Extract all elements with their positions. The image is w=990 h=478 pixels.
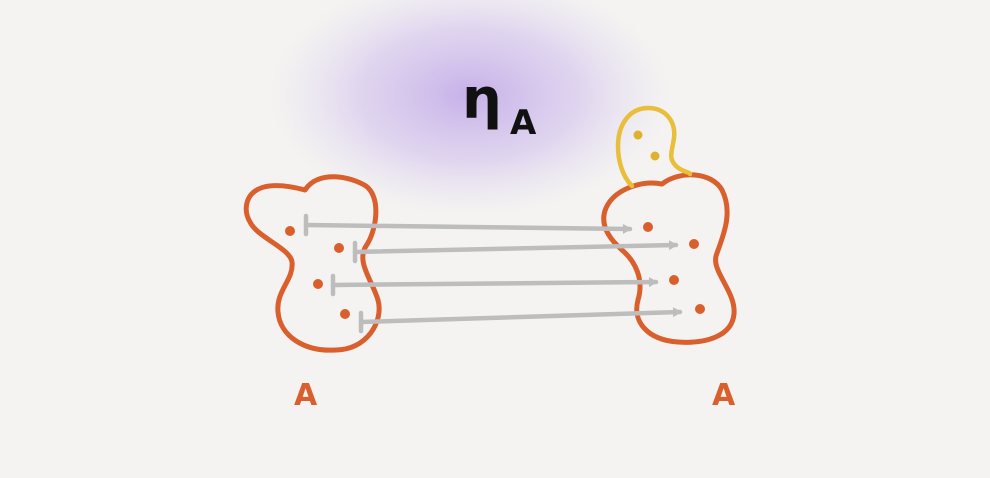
mapping-arrow	[358, 307, 683, 334]
extension-dot	[650, 151, 660, 161]
left-set-element	[313, 279, 323, 289]
right-set-extension	[615, 105, 693, 189]
right-set-element	[695, 304, 705, 314]
right-set-label: A	[712, 378, 736, 413]
right-set-element	[643, 222, 653, 232]
right-set-outline	[601, 172, 737, 345]
title-subscript: A	[510, 103, 537, 143]
left-set-element	[285, 226, 295, 236]
extension-dot	[633, 130, 643, 140]
right-set-element	[669, 275, 679, 285]
right-set-element	[689, 239, 699, 249]
purple-haze	[270, 0, 670, 215]
title-symbol: η	[462, 67, 502, 132]
mapping-arrow	[330, 273, 659, 297]
left-set-element	[334, 243, 344, 253]
mapping-arrow	[352, 240, 679, 264]
left-set-label: A	[294, 378, 318, 413]
mapping-arrow	[303, 213, 633, 237]
left-set-outline	[243, 174, 382, 353]
left-set-element	[340, 309, 350, 319]
